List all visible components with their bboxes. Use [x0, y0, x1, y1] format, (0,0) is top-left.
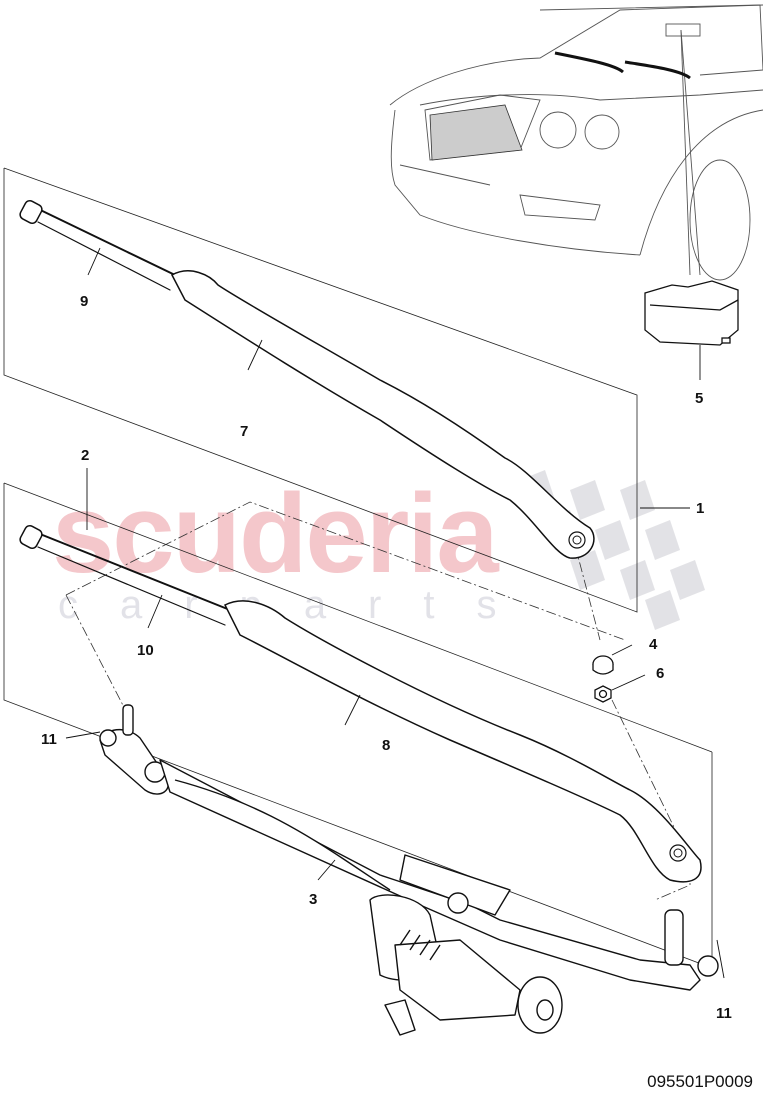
callout-3[interactable]: 3: [309, 891, 318, 908]
leader-lines: [65, 247, 725, 979]
car-illustration: [389, 4, 763, 281]
car-grille: [429, 104, 523, 161]
callout-8[interactable]: 8: [382, 737, 391, 754]
callout-11-right[interactable]: 11: [716, 1005, 732, 1022]
callout-4[interactable]: 4: [649, 636, 658, 653]
callout-9[interactable]: 9: [80, 293, 89, 310]
catalog-number: 095501P0009: [647, 1072, 753, 1091]
callout-10[interactable]: 10: [137, 642, 154, 659]
group-frames: [3, 167, 713, 969]
callout-1[interactable]: 1: [696, 500, 705, 517]
callout-7[interactable]: 7: [240, 423, 249, 440]
upper-wiper-arm-assembly: [19, 199, 595, 559]
watermark-scuderia: scuderia: [52, 471, 499, 596]
wiper-linkage-motor: [99, 704, 719, 1036]
callout-2[interactable]: 2: [81, 447, 90, 464]
lower-wiper-arm-assembly: [19, 524, 702, 883]
car-wiper-blades: [554, 51, 691, 80]
callout-6[interactable]: 6: [656, 665, 665, 682]
cap-and-nut-parts: [592, 655, 614, 703]
callout-11-left[interactable]: 11: [41, 731, 57, 748]
rain-sensor-part: [644, 280, 739, 346]
callout-5[interactable]: 5: [695, 390, 704, 407]
